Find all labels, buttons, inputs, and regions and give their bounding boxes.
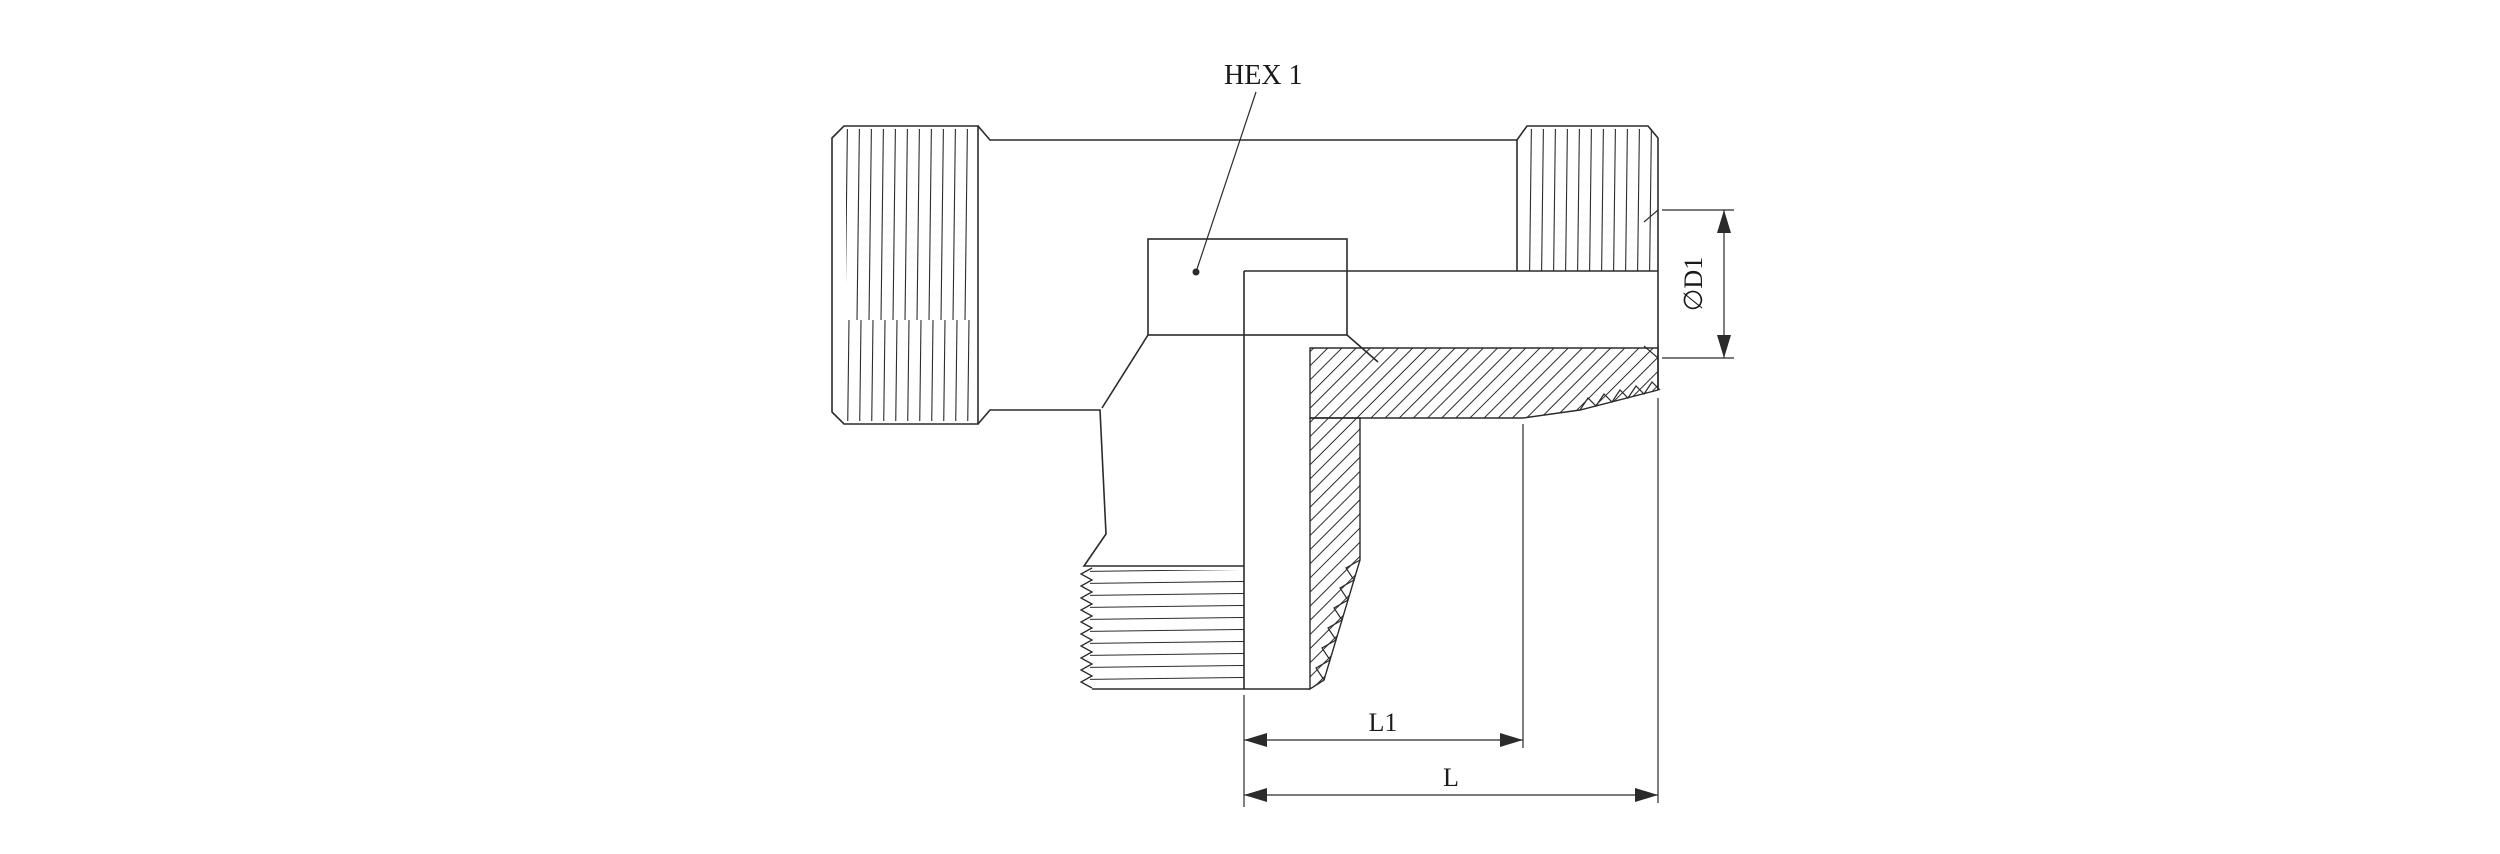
section-wall-vertical: [1309, 417, 1361, 691]
hex1-label: HEX 1: [1224, 60, 1303, 91]
l1-dimension-label: L1: [1369, 708, 1398, 737]
dimension-d1: ∅D1: [1662, 209, 1734, 359]
dimension-l1: L1: [1243, 424, 1524, 807]
d1-dimension-label: ∅D1: [1679, 257, 1708, 311]
d1-arrow-top: [1717, 210, 1731, 233]
hex1-leader-line: [1195, 91, 1257, 273]
dimension-l: L: [1244, 398, 1659, 803]
hex-chamfer-left: [1101, 334, 1149, 409]
hex1-callout: HEX 1: [1192, 60, 1303, 276]
l-arrow-left: [1244, 788, 1267, 802]
fitting-body: [831, 125, 1659, 690]
body-bottom-left-outline: [977, 409, 1244, 567]
hex-flat-face: [1147, 238, 1348, 336]
hex-chamfer-right: [1346, 334, 1379, 363]
hex1-leader-dot: [1192, 268, 1200, 276]
section-wall-horizontal: [1309, 347, 1659, 419]
l1-arrow-right: [1500, 733, 1523, 747]
right-end-chamfer-top: [1643, 209, 1659, 223]
l-arrow-right: [1635, 788, 1658, 802]
right-stud-section-thread-profile: [1579, 381, 1661, 411]
right-stud-thread-lines: [1524, 129, 1656, 271]
l1-arrow-left: [1244, 733, 1267, 747]
bottom-stud-thread-lines: [1090, 570, 1244, 686]
d1-arrow-bottom: [1717, 335, 1731, 358]
hex-flat: [1101, 238, 1379, 409]
section-hatching: [1309, 347, 1661, 691]
body-top-outline: [977, 125, 1659, 390]
left-stud-thread-lines: [846, 129, 976, 421]
l-dimension-label: L: [1443, 763, 1459, 792]
bottom-stud-section-thread-profile: [1315, 559, 1361, 681]
